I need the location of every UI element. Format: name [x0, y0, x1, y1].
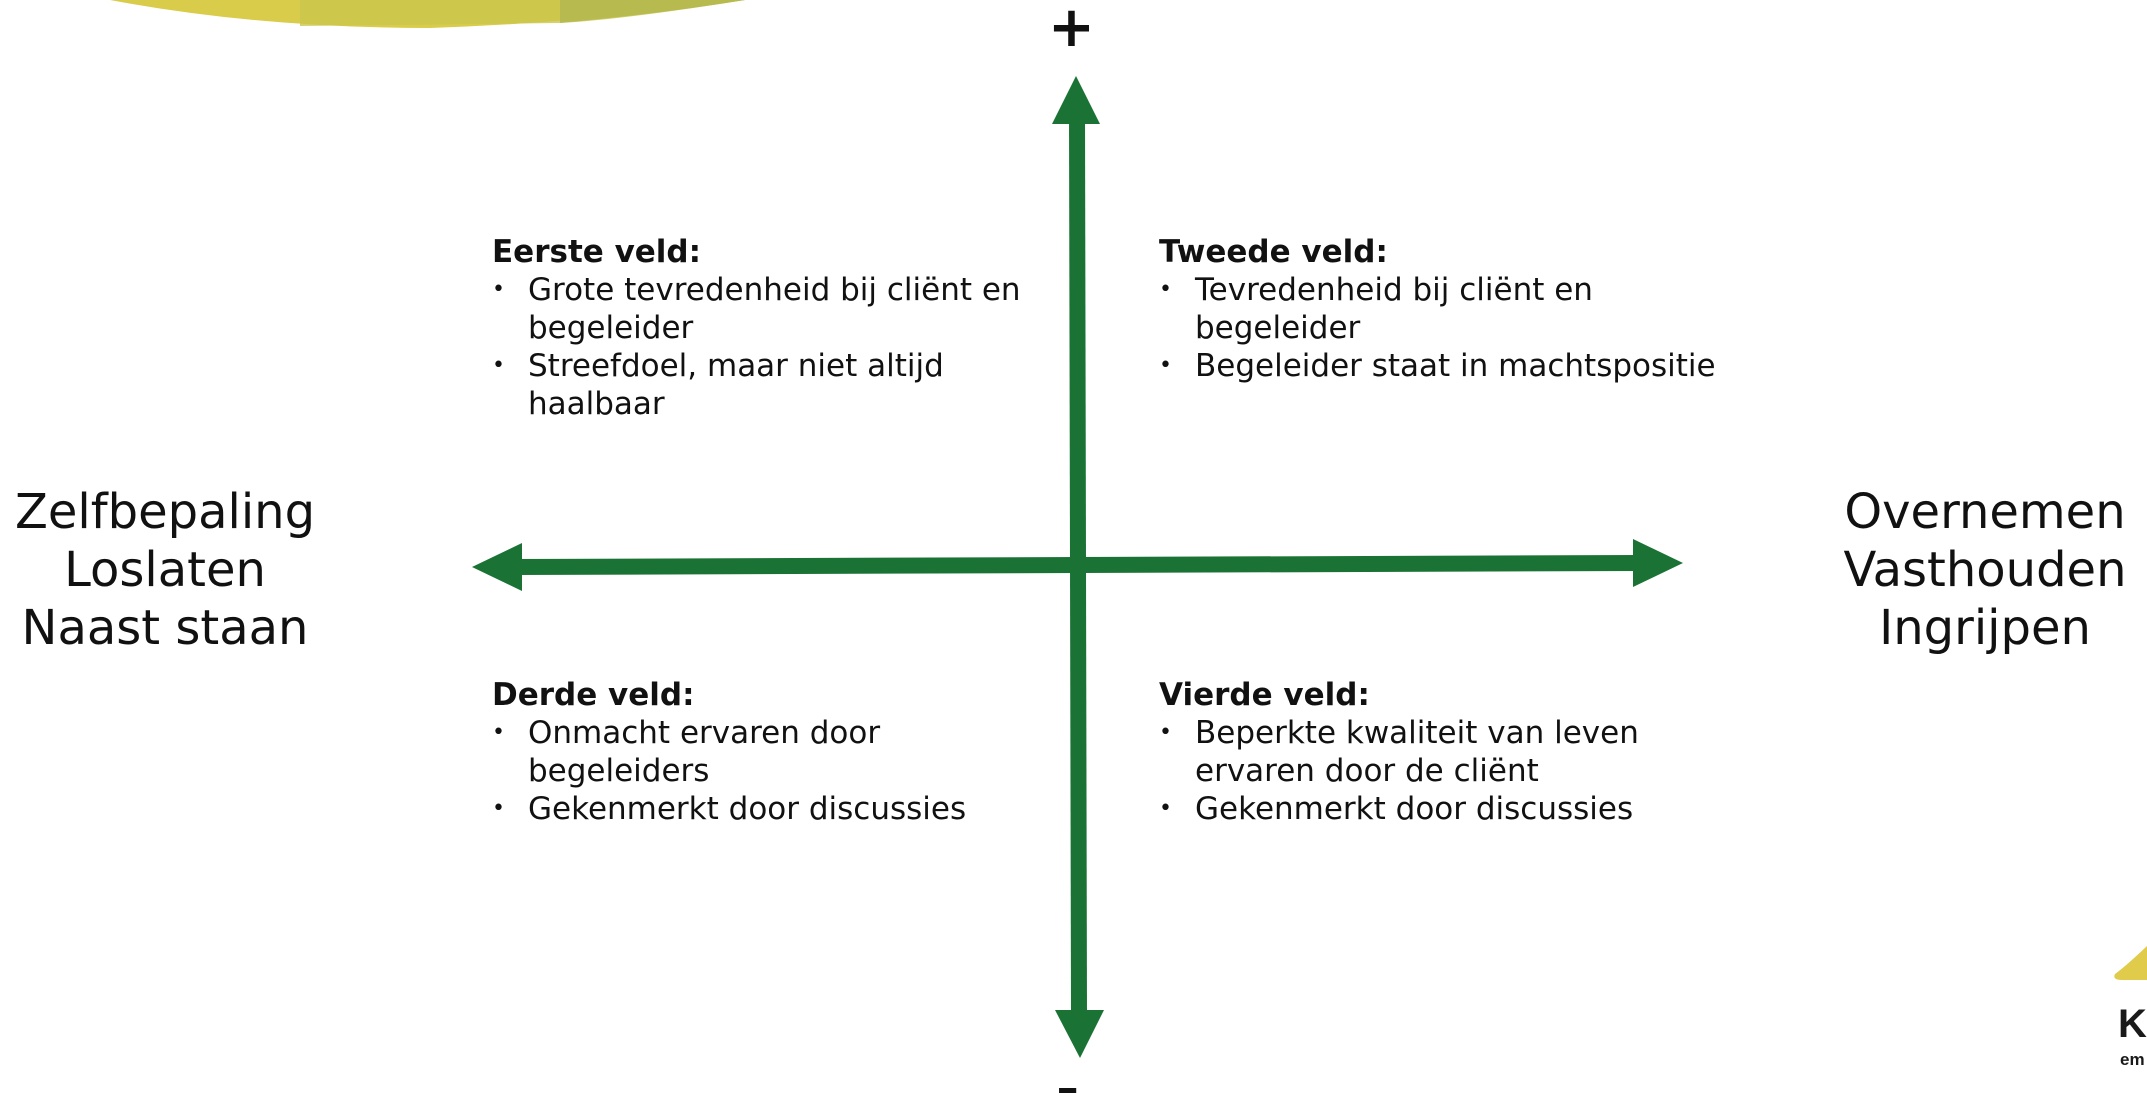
horizontal-axis-arrow-left — [472, 543, 522, 591]
bullet-icon: • — [492, 277, 505, 302]
bullet-text: Gekenmerkt door discussies — [1195, 791, 1634, 827]
left-label-3: Naast staan — [21, 600, 309, 656]
bullet-icon: • — [492, 796, 505, 821]
quadrant-bullets: • Tevredenheid bij cliënt en begeleider •… — [1159, 271, 1719, 385]
bullet-text: Streefdoel, maar niet altijd haalbaar — [528, 348, 944, 422]
bullet-icon: • — [1159, 277, 1172, 302]
bullet-text: Begeleider staat in machtspositie — [1195, 348, 1716, 384]
quadrant-bullet-item: • Gekenmerkt door discussies — [492, 790, 1062, 828]
quadrant-bullets: • Onmacht ervaren door begeleiders • Geken… — [492, 714, 1062, 828]
quadrant-bullet-item: • Beperkte kwaliteit van leven ervaren do… — [1159, 714, 1719, 790]
quadrant-title: Eerste veld: — [492, 234, 702, 270]
quadrant-bullet-item: • Streefdoel, maar niet altijd haalbaar — [492, 347, 1062, 423]
bullet-text: Beperkte kwaliteit van leven ervaren doo… — [1195, 715, 1639, 789]
quadrant-first: Eerste veld: • Grote tevredenheid bij cli… — [492, 233, 1062, 423]
horizontal-axis-shaft — [514, 555, 1641, 575]
decorative-top-shape — [110, 0, 745, 28]
quadrant-bullet-item: • Begeleider staat in machtspositie — [1159, 347, 1719, 385]
right-label-2: Vasthouden — [1843, 542, 2127, 598]
bullet-text: Grote tevredenheid bij cliënt en begelei… — [528, 272, 1021, 346]
right-axis-labels: Overnemen Vasthouden Ingrijpen — [1820, 483, 2147, 657]
quadrant-bullets: • Grote tevredenheid bij cliënt en begele… — [492, 271, 1062, 423]
quadrant-bullet-item: • Grote tevredenheid bij cliënt en begele… — [492, 271, 1062, 347]
bullet-text: Tevredenheid bij cliënt en begeleider — [1195, 272, 1593, 346]
left-label-1: Zelfbepaling — [14, 484, 316, 540]
bullet-text: Gekenmerkt door discussies — [528, 791, 967, 827]
bullet-icon: • — [1159, 796, 1172, 821]
quadrant-fourth: Vierde veld: • Beperkte kwaliteit van lev… — [1159, 676, 1719, 828]
bullet-icon: • — [1159, 720, 1172, 745]
logo-swoosh-icon — [2114, 946, 2147, 980]
left-label-2: Loslaten — [64, 542, 266, 598]
quadrant-title: Tweede veld: — [1159, 234, 1388, 270]
quadrant-bullets: • Beperkte kwaliteit van leven ervaren do… — [1159, 714, 1719, 828]
quadrant-title: Derde veld: — [492, 677, 695, 713]
axis-bottom-label: - — [1056, 1057, 1080, 1093]
quadrant-second: Tweede veld: • Tevredenheid bij cliënt en… — [1159, 233, 1719, 385]
logo-tagline: em — [2120, 1050, 2145, 1069]
bullet-text: Onmacht ervaren door begeleiders — [528, 715, 881, 789]
axis-top-label: + — [1048, 0, 1095, 60]
vertical-axis-arrow-up — [1052, 76, 1100, 124]
bullet-icon: • — [492, 353, 505, 378]
quadrant-bullet-item: • Onmacht ervaren door begeleiders — [492, 714, 1062, 790]
vertical-axis-arrow-down — [1055, 1010, 1104, 1058]
horizontal-axis-arrow-right — [1633, 539, 1683, 587]
quadrant-bullet-item: • Tevredenheid bij cliënt en begeleider — [1159, 271, 1719, 347]
logo-letter: K — [2118, 1002, 2147, 1046]
right-label-3: Ingrijpen — [1879, 600, 2091, 656]
quadrant-bullet-item: • Gekenmerkt door discussies — [1159, 790, 1719, 828]
bullet-icon: • — [1159, 353, 1172, 378]
bullet-icon: • — [492, 720, 505, 745]
right-label-1: Overnemen — [1844, 484, 2126, 540]
quadrant-third: Derde veld: • Onmacht ervaren door begele… — [492, 676, 1062, 828]
quadrant-title: Vierde veld: — [1159, 677, 1370, 713]
left-axis-labels: Zelfbepaling Loslaten Naast staan — [0, 483, 330, 657]
